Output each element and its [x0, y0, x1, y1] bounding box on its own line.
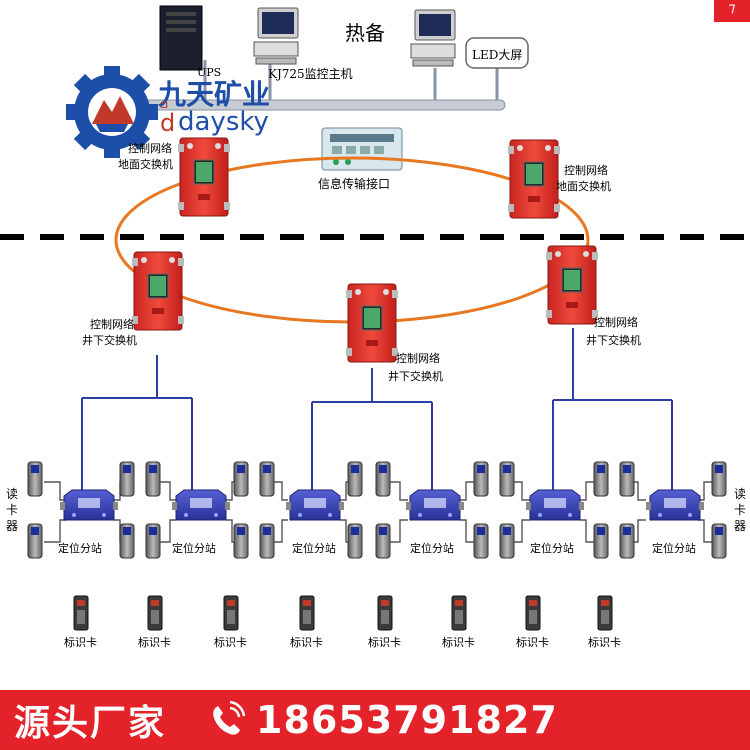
ground-switch-right-label-1: 控制网络 [564, 163, 608, 177]
substation-2 [171, 489, 231, 521]
info-interface-label: 信息传输接口 [318, 176, 390, 191]
maker-label: 源头厂家 [14, 703, 167, 744]
underground-switch-middle-label-2: 井下交换机 [388, 369, 443, 383]
diagram-canvas: UPS KJ725监控主机 热备 LED大屏 九天矿业 ⊐ daysky d [0, 5, 750, 649]
card-reader-icon [27, 461, 43, 497]
card-reader-icon [233, 461, 249, 497]
tag-card-label: 标识卡 [588, 635, 621, 649]
substation-label: 定位分站 [530, 541, 574, 555]
ups-icon [159, 5, 203, 71]
tag-card-labels: 标识卡 标识卡 标识卡 标识卡 标识卡 标识卡 标识卡 标识卡 [64, 635, 621, 649]
card-reader-icon [233, 523, 249, 559]
substation-6 [645, 489, 705, 521]
card-reader-icon [499, 523, 515, 559]
tag-card-label: 标识卡 [214, 635, 247, 649]
standby-computer-icon [410, 9, 456, 67]
tag-card-icon [299, 595, 315, 631]
substation-label: 定位分站 [58, 541, 102, 555]
card-reader-icon [375, 461, 391, 497]
substation-labels: 定位分站 定位分站 定位分站 定位分站 定位分站 定位分站 [58, 541, 696, 555]
card-reader-icon [619, 523, 635, 559]
underground-switch-middle [345, 283, 399, 363]
card-reader-icon [375, 523, 391, 559]
substation-1 [59, 489, 119, 521]
tag-card-label: 标识卡 [516, 635, 549, 649]
underground-switch-left [131, 251, 185, 331]
info-interface-icon [321, 127, 403, 171]
card-reader-label-right: 读卡器 [734, 487, 746, 533]
ground-switch-left-label-2: 地面交换机 [118, 157, 173, 171]
card-reader-icon [711, 461, 727, 497]
host-label: KJ725监控主机 [268, 67, 353, 81]
tag-card-label: 标识卡 [64, 635, 97, 649]
card-reader-icon [499, 461, 515, 497]
card-reader-icon [259, 523, 275, 559]
card-reader-icon [711, 523, 727, 559]
card-reader-icon [593, 461, 609, 497]
hot-standby-label: 热备 [345, 21, 385, 45]
led-screen-icon [465, 37, 529, 69]
card-reader-icon [259, 461, 275, 497]
ground-switch-right-label-2: 地面交换机 [556, 179, 611, 193]
tag-card-label: 标识卡 [290, 635, 323, 649]
underground-switch-left-label-2: 井下交换机 [82, 333, 137, 347]
footer-banner: 源头厂家 18653791827 [0, 690, 750, 750]
host-computer-icon [253, 7, 299, 65]
card-reader-icon [145, 461, 161, 497]
card-reader-icon [347, 461, 363, 497]
phone-number: 18653791827 [256, 698, 558, 742]
underground-switch-left-label-1: 控制网络 [90, 317, 134, 331]
company-logo [66, 66, 158, 158]
tag-card-icon [147, 595, 163, 631]
logo-d-icon: d [160, 109, 175, 137]
tag-cards [73, 595, 613, 631]
substation-3 [285, 489, 345, 521]
ground-switch-left [177, 137, 231, 217]
card-reader-icon [145, 523, 161, 559]
underground-switch-right-label-2: 井下交换机 [586, 333, 641, 347]
tag-card-icon [525, 595, 541, 631]
card-reader-icon [473, 461, 489, 497]
underground-switch-middle-label-1: 控制网络 [396, 351, 440, 365]
card-reader-icon [619, 461, 635, 497]
corner-badge: ⁊ [714, 0, 750, 22]
tag-card-label: 标识卡 [368, 635, 401, 649]
substation-label: 定位分站 [410, 541, 454, 555]
ground-switch-right [507, 139, 561, 219]
logo-mark-icon: ⊐ [160, 100, 168, 111]
tag-card-label: 标识卡 [442, 635, 475, 649]
ups-label: UPS [197, 66, 221, 79]
tag-card-icon [597, 595, 613, 631]
card-reader-label-left: 读卡器 [6, 487, 18, 533]
phone-icon [213, 700, 246, 735]
substation-4 [405, 489, 465, 521]
card-reader-icon [593, 523, 609, 559]
underground-switch-right-label-1: 控制网络 [594, 315, 638, 329]
tag-card-icon [377, 595, 393, 631]
card-reader-icon [27, 523, 43, 559]
led-label: LED大屏 [472, 48, 522, 62]
logo-brand: daysky [178, 107, 269, 137]
card-reader-icon [347, 523, 363, 559]
tag-card-icon [451, 595, 467, 631]
tag-card-icon [223, 595, 239, 631]
substation-label: 定位分站 [652, 541, 696, 555]
card-reader-icon [119, 523, 135, 559]
card-readers [27, 461, 727, 559]
tag-card-icon [73, 595, 89, 631]
tag-card-label: 标识卡 [138, 635, 171, 649]
substation-label: 定位分站 [172, 541, 216, 555]
ground-switch-left-label-1: 控制网络 [128, 141, 172, 155]
card-reader-icon [473, 523, 489, 559]
substation-label: 定位分站 [292, 541, 336, 555]
underground-switch-right [545, 245, 599, 325]
ethernet-bus [89, 60, 506, 111]
logo-name: 九天矿业 [158, 78, 270, 111]
card-reader-icon [119, 461, 135, 497]
substation-links [81, 328, 673, 490]
substation-5 [525, 489, 585, 521]
